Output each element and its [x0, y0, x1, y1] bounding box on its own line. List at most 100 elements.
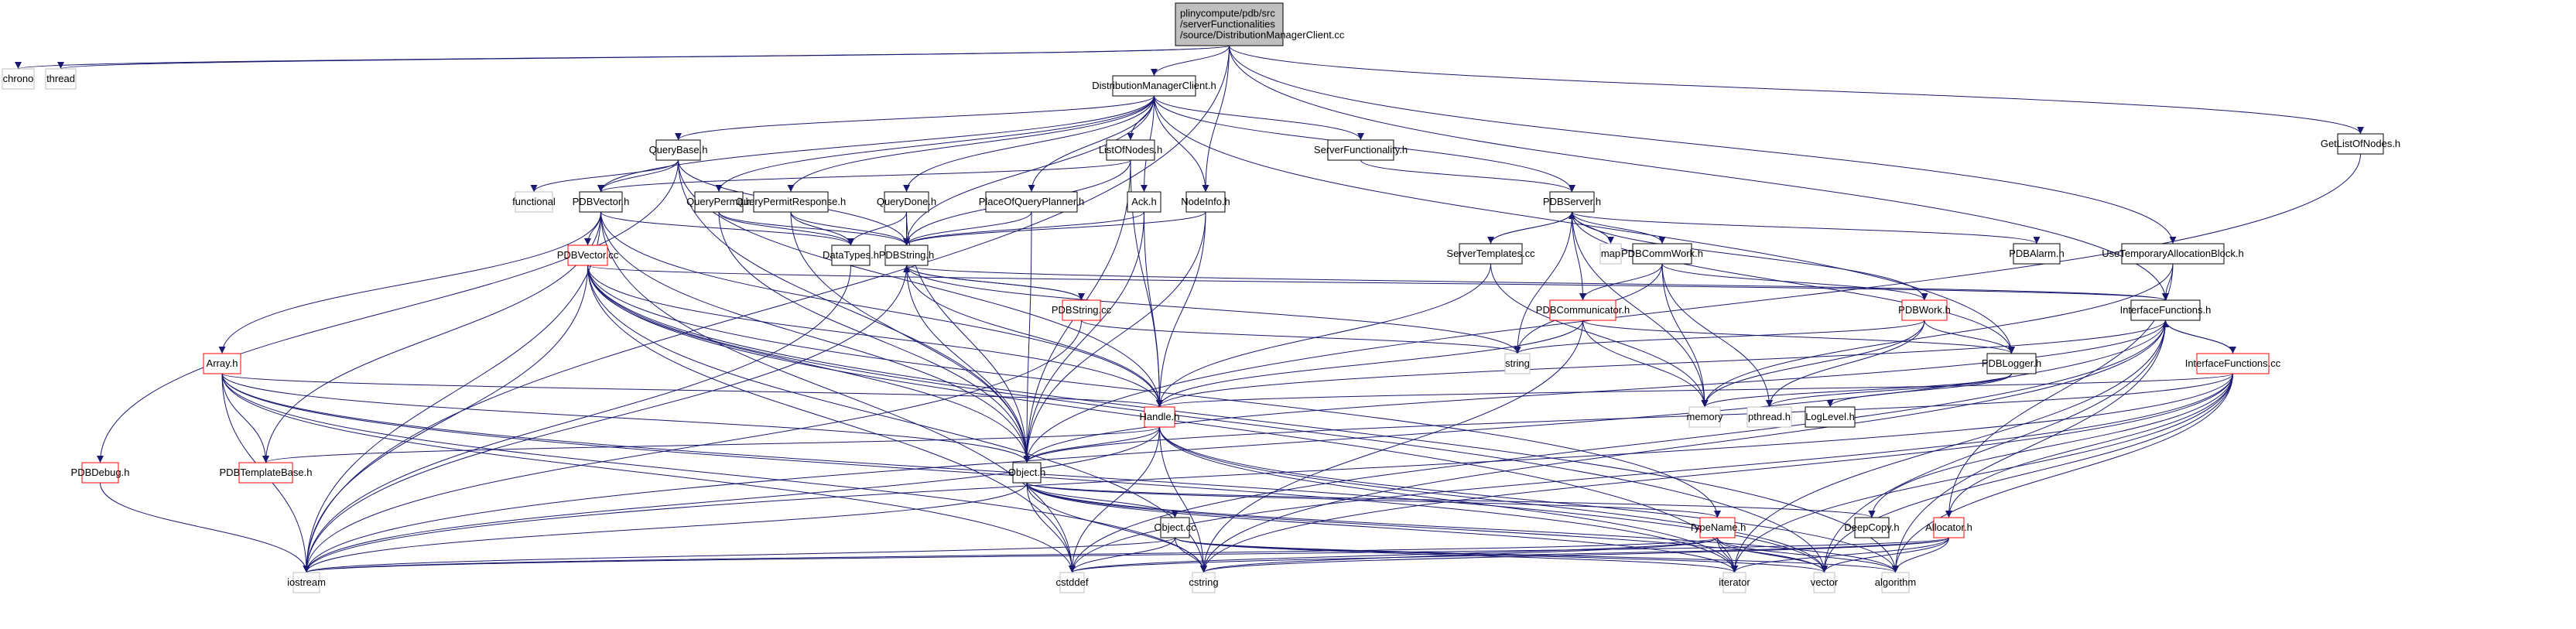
graph-node-serverfunctionality-h[interactable]: ServerFunctionality.h	[1314, 139, 1408, 161]
edge-InterfaceFunctions_h-to-algorithm	[1892, 320, 2166, 573]
graph-node-listofnodes-h[interactable]: ListOfNodes.h	[1099, 139, 1162, 161]
node-label: iostream	[287, 576, 326, 588]
edge-QueryBase_h-to-functional	[530, 159, 679, 193]
node-label: map	[1601, 248, 1620, 259]
graph-node-typename-h[interactable]: TypeName.h	[1689, 517, 1746, 538]
edge-Array_h-to-cstring	[221, 373, 1207, 573]
graph-node-distributionmanagerclient-h[interactable]: DistributionManagerClient.h	[1092, 75, 1216, 97]
graph-node-interfacefunctions-cc[interactable]: InterfaceFunctions.cc	[2185, 353, 2281, 374]
edge-DistributionManagerClient_h-to-QueryPermitResponse_h	[787, 95, 1155, 193]
graph-node-interfacefunctions-h[interactable]: InterfaceFunctions.h	[2120, 299, 2212, 321]
edge-PDBCommWork_h-to-PDBWork_h	[1661, 263, 1928, 301]
edge-Object_h-to-Object_cc	[1026, 482, 1179, 518]
edge-TypeName_h-to-iostream	[303, 537, 1718, 573]
graph-node-root[interactable]: plinycompute/pdb/src/serverFunctionaliti…	[1175, 2, 1345, 46]
graph-node-string[interactable]: string	[1504, 353, 1531, 374]
edge-InterfaceFunctions_cc-to-Allocator_h	[1945, 373, 2233, 518]
graph-node-functional[interactable]: functional	[512, 191, 556, 213]
node-label: /serverFunctionalities	[1180, 19, 1275, 30]
graph-node-allocator-h[interactable]: Allocator.h	[1925, 517, 1972, 538]
edge-PDBVector_cc-to-algorithm	[587, 265, 1899, 573]
graph-node-array-h[interactable]: Array.h	[203, 353, 241, 374]
edge-Object_h-to-DeepCopy_h	[1026, 482, 1876, 518]
graph-node-iostream[interactable]: iostream	[287, 572, 326, 593]
node-label: Handle.h	[1139, 411, 1179, 422]
graph-node-cstring[interactable]: cstring	[1189, 572, 1219, 593]
edge-PDBVector_h-to-DataTypes_h	[600, 211, 854, 246]
graph-node-usetemporaryallocationblock-h[interactable]: UseTemporaryAllocationBlock.h	[2102, 243, 2244, 265]
node-label: PDBCommunicator.h	[1536, 304, 1630, 316]
graph-node-deepcopy-h[interactable]: DeepCopy.h	[1844, 517, 1900, 538]
edge-DistributionManagerClient_h-to-NodeInfo_h	[1154, 95, 1209, 193]
node-box	[1746, 406, 1792, 428]
graph-node-querybase-h[interactable]: QueryBase.h	[649, 139, 708, 161]
graph-node-pdblogger-h[interactable]: PDBLogger.h	[1982, 353, 2041, 374]
node-label: QueryDone.h	[877, 196, 936, 207]
edge-ListOfNodes_h-to-PDBVector_h	[597, 159, 1131, 193]
edge-UseTemporaryAllocationBlock_h-to-memory	[1701, 263, 2174, 408]
graph-node-querypermitresponse-h[interactable]: QueryPermitResponse.h	[736, 191, 846, 213]
graph-node-pdbstring-cc[interactable]: PDBString.cc	[1052, 299, 1112, 321]
node-label: pthread.h	[1748, 411, 1791, 422]
graph-node-loglevel-h[interactable]: LogLevel.h	[1805, 406, 1856, 428]
node-label: iterator	[1719, 576, 1750, 588]
edge-Array_h-to-iterator	[221, 373, 1738, 573]
node-box	[1062, 299, 1101, 321]
graph-node-pthread-h[interactable]: pthread.h	[1746, 406, 1792, 428]
graph-node-pdbalarm-h[interactable]: PDBAlarm.h	[2009, 243, 2065, 265]
graph-node-object-cc[interactable]: Object.cc	[1154, 517, 1196, 538]
graph-node-memory[interactable]: memory	[1687, 406, 1723, 428]
graph-node-pdbcommunicator-h[interactable]: PDBCommunicator.h	[1536, 299, 1630, 321]
edge-TypeName_h-to-vector	[1717, 537, 1828, 573]
node-label: PDBVector.h	[573, 196, 630, 207]
graph-node-datatypes-h[interactable]: DataTypes.h	[823, 244, 879, 266]
graph-node-thread[interactable]: thread	[45, 68, 77, 90]
graph-node-nodeinfo-h[interactable]: NodeInfo.h	[1181, 191, 1230, 213]
graph-node-ack-h[interactable]: Ack.h	[1127, 191, 1161, 213]
edge-QueryPermit_h-to-PDBString_h	[718, 211, 910, 246]
node-label: PDBString.h	[879, 249, 935, 261]
edge-PDBCommWork_h-to-PDBCommunicator_h	[1579, 263, 1663, 301]
edge-Object_cc-to-iostream	[303, 537, 1175, 573]
graph-node-pdbvector-cc[interactable]: PDBVector.cc	[557, 244, 619, 266]
node-box	[884, 244, 929, 266]
edge-InterfaceFunctions_cc-to-InterfaceFunctions_h	[2162, 320, 2233, 354]
node-box	[1012, 462, 1042, 484]
graph-node-pdbdebug-h[interactable]: PDBDebug.h	[71, 462, 130, 484]
graph-node-algorithm[interactable]: algorithm	[1875, 572, 1916, 593]
graph-node-pdbcommwork-h[interactable]: PDBCommWork.h	[1621, 243, 1703, 265]
edge-Handle_h-to-cstring	[1159, 426, 1207, 573]
graph-node-iterator[interactable]: iterator	[1719, 572, 1750, 593]
graph-node-pdbserver-h[interactable]: PDBServer.h	[1543, 191, 1601, 213]
node-box	[655, 139, 701, 161]
graph-node-getlistofnodes-h[interactable]: GetListOfNodes.h	[2321, 133, 2400, 155]
graph-node-vector[interactable]: vector	[1811, 572, 1839, 593]
graph-node-pdbtemplatebase-h[interactable]: PDBTemplateBase.h	[220, 462, 313, 484]
graph-node-placeofqueryplanner-h[interactable]: PlaceOfQueryPlanner.h	[979, 191, 1085, 213]
node-box	[81, 462, 119, 484]
node-label: PDBDebug.h	[71, 467, 130, 478]
edge-Allocator_h-to-algorithm	[1892, 537, 1949, 573]
node-box	[1632, 243, 1692, 265]
graph-node-querypermit-h[interactable]: QueryPermit.h	[686, 191, 751, 213]
graph-node-cstddef[interactable]: cstddef	[1056, 572, 1089, 593]
edge-root-to-InterfaceFunctions_h	[1229, 45, 2169, 301]
node-label: ServerFunctionality.h	[1314, 144, 1408, 156]
graph-node-map[interactable]: map	[1599, 243, 1622, 265]
node-label: Allocator.h	[1925, 521, 1972, 533]
graph-node-pdbstring-h[interactable]: PDBString.h	[879, 244, 935, 266]
edge-Object_h-to-iterator	[1026, 482, 1738, 573]
edge-PDBServer_h-to-PDBWork_h	[1572, 211, 1928, 301]
graph-node-handle-h[interactable]: Handle.h	[1139, 406, 1180, 428]
graph-node-chrono[interactable]: chrono	[2, 68, 35, 90]
graph-node-object-h[interactable]: Object.h	[1008, 462, 1045, 484]
node-label: PDBCommWork.h	[1621, 248, 1703, 259]
edge-PlaceOfQueryPlanner_h-to-PDBString_h	[903, 211, 1032, 246]
graph-node-servertemplates-cc[interactable]: ServerTemplates.cc	[1446, 243, 1535, 265]
graph-node-pdbvector-h[interactable]: PDBVector.h	[573, 191, 630, 213]
graph-node-querydone-h[interactable]: QueryDone.h	[877, 191, 936, 213]
graph-node-pdbwork-h[interactable]: PDBWork.h	[1898, 299, 1951, 321]
node-label: cstring	[1189, 576, 1218, 588]
edge-Handle_h-to-PDBTemplateBase_h	[262, 426, 1160, 463]
edge-PDBServer_h-to-PDBAlarm_h	[1572, 211, 2041, 244]
